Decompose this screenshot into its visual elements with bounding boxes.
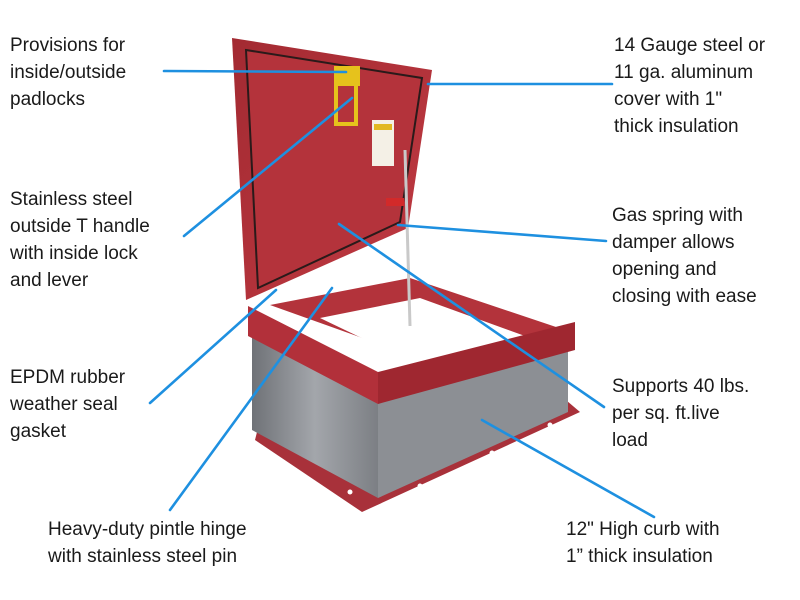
callout-curb: 12" High curb with 1” thick insulation <box>566 519 720 567</box>
leader-t-handle <box>182 96 354 238</box>
leader-curb <box>480 418 656 519</box>
callout-padlocks: Provisions for inside/outside padlocks <box>10 35 127 110</box>
curb-rim-right <box>378 322 575 404</box>
inside-lever <box>334 86 358 126</box>
leader-padlocks <box>162 69 348 74</box>
lid-inner-panel <box>244 48 424 290</box>
callout-t-handle: Stainless steel outside T handle with in… <box>10 189 150 291</box>
curb-front-left <box>252 330 378 498</box>
leader-load <box>337 222 606 409</box>
gas-spring <box>403 149 412 327</box>
hatch-illustration <box>232 38 580 512</box>
leader-gas-spring <box>396 223 608 243</box>
warning-label <box>372 120 394 166</box>
padlock-bracket <box>334 66 360 86</box>
gas-spring-mount <box>386 198 404 206</box>
curb-front-right <box>378 340 568 498</box>
callout-cover: 14 Gauge steel or 11 ga. aluminum cover … <box>614 35 766 137</box>
callout-hinge: Heavy-duty pintle hinge with stainless s… <box>48 519 247 567</box>
leader-lines <box>148 69 656 519</box>
callout-gas-spring: Gas spring with damper allows opening an… <box>612 205 757 307</box>
curb-rim-left <box>248 306 378 404</box>
callout-load: Supports 40 lbs. per sq. ft.live load <box>612 376 750 451</box>
leader-hinge <box>168 286 334 512</box>
leader-gasket <box>148 288 278 405</box>
callout-gasket: EPDM rubber weather seal gasket <box>10 367 126 442</box>
